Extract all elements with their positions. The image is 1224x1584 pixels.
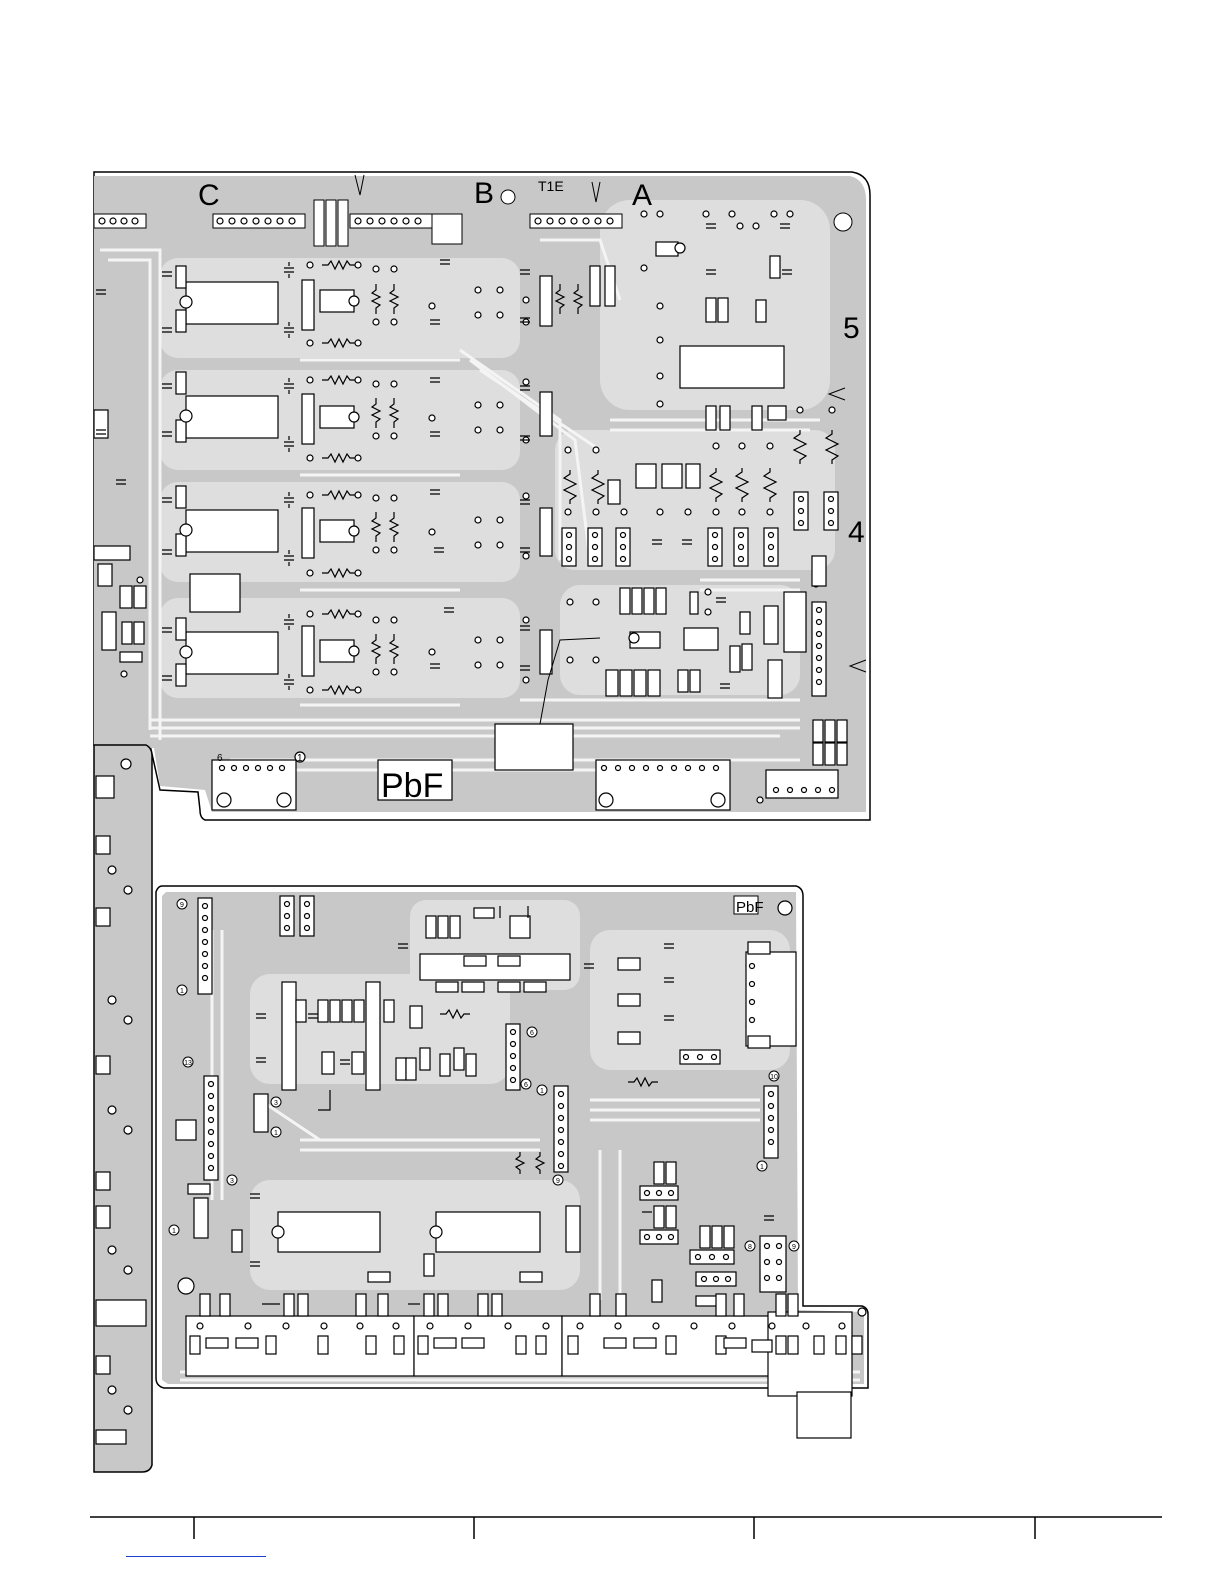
bottom-board: 9 1 13 3 1 6 1 9 10 1 3 1 8 9 6 PbF xyxy=(156,886,868,1438)
pin-mark-10: 10 xyxy=(770,1074,778,1081)
footer-link-underline[interactable] xyxy=(126,1556,266,1557)
pin-mark-1b: 1 xyxy=(274,1130,278,1137)
pin-mark-1c: 1 xyxy=(540,1088,544,1095)
pin-mark-8: 8 xyxy=(748,1244,752,1251)
bottom-output-connectors xyxy=(186,1312,852,1438)
pin-mark-1d: 1 xyxy=(172,1228,176,1235)
layer-label: T1E xyxy=(538,178,564,194)
page-footer-ruler xyxy=(90,1514,1162,1544)
row-label-5: 5 xyxy=(843,312,860,345)
pin-mark-9b: 9 xyxy=(556,1178,560,1185)
pin-mark-1e: 1 xyxy=(760,1164,764,1171)
column-label-c: C xyxy=(198,179,220,212)
bottom-material-mark: PbF xyxy=(736,899,764,916)
pin-mark-6: 6 xyxy=(524,1082,528,1089)
pin-mark-9: 9 xyxy=(180,902,184,909)
connector-pin-1: 1 xyxy=(297,753,303,764)
pin-mark-1: 1 xyxy=(180,988,184,995)
top-board: C B A T1E 5 4 PbF 6 1 xyxy=(94,172,870,820)
left-strip-board xyxy=(94,745,152,1472)
pin-mark-6b: 6 xyxy=(530,1030,534,1037)
pin-mark-3: 3 xyxy=(274,1100,278,1107)
column-label-a: A xyxy=(632,179,652,212)
pin-mark-3b: 3 xyxy=(230,1178,234,1185)
column-label-b: B xyxy=(474,177,494,210)
pin-mark-13: 13 xyxy=(184,1060,192,1067)
pin-mark-9c: 9 xyxy=(792,1244,796,1251)
connector-pin-6: 6 xyxy=(217,753,223,764)
row-label-4: 4 xyxy=(848,516,865,549)
top-material-mark: PbF xyxy=(381,767,443,805)
